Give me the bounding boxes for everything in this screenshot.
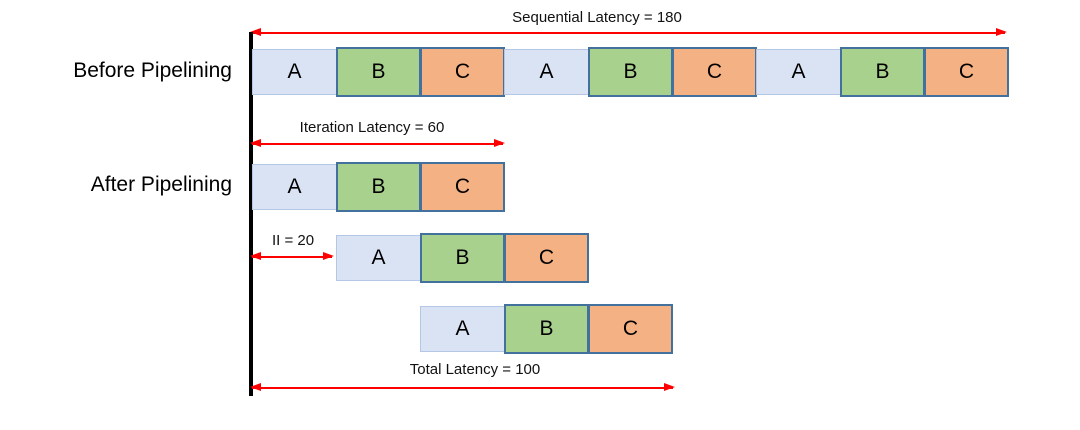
total-latency-label: Total Latency = 100 <box>409 361 541 378</box>
stage-cell-b: B <box>588 46 673 97</box>
stage-cell-a: A <box>504 48 589 95</box>
before-pipelining-row: A B C A B C A B C <box>252 46 1009 97</box>
after-pipelining-row-3: A B C <box>420 303 673 354</box>
timeline-start-line <box>249 32 253 396</box>
sequential-latency-label: Sequential Latency = 180 <box>512 9 682 26</box>
stage-cell-b: B <box>840 46 925 97</box>
sequential-latency-arrow <box>250 29 1007 35</box>
stage-cell-b: B <box>336 46 421 97</box>
stage-cell-c: C <box>420 161 505 212</box>
stage-cell-c: C <box>504 232 589 283</box>
stage-cell-b: B <box>336 161 421 212</box>
iteration-latency-arrow <box>250 140 505 146</box>
stage-cell-c: C <box>924 46 1009 97</box>
row-label-before-pipelining: Before Pipelining <box>73 59 232 82</box>
stage-cell-a: A <box>756 48 841 95</box>
after-pipelining-row-1: A B C <box>252 161 505 212</box>
after-pipelining-row-2: A B C <box>336 232 589 283</box>
stage-cell-b: B <box>504 303 589 354</box>
stage-cell-a: A <box>252 163 337 210</box>
stage-cell-c: C <box>672 46 757 97</box>
row-label-after-pipelining: After Pipelining <box>90 173 232 196</box>
stage-cell-c: C <box>420 46 505 97</box>
iteration-latency-label: Iteration Latency = 60 <box>299 119 445 136</box>
total-latency-arrow <box>250 384 675 390</box>
stage-cell-a: A <box>252 48 337 95</box>
initiation-interval-arrow <box>250 253 334 259</box>
stage-cell-b: B <box>420 232 505 283</box>
stage-cell-c: C <box>588 303 673 354</box>
stage-cell-a: A <box>420 305 505 352</box>
stage-cell-a: A <box>336 234 421 281</box>
initiation-interval-label: II = 20 <box>271 232 315 249</box>
